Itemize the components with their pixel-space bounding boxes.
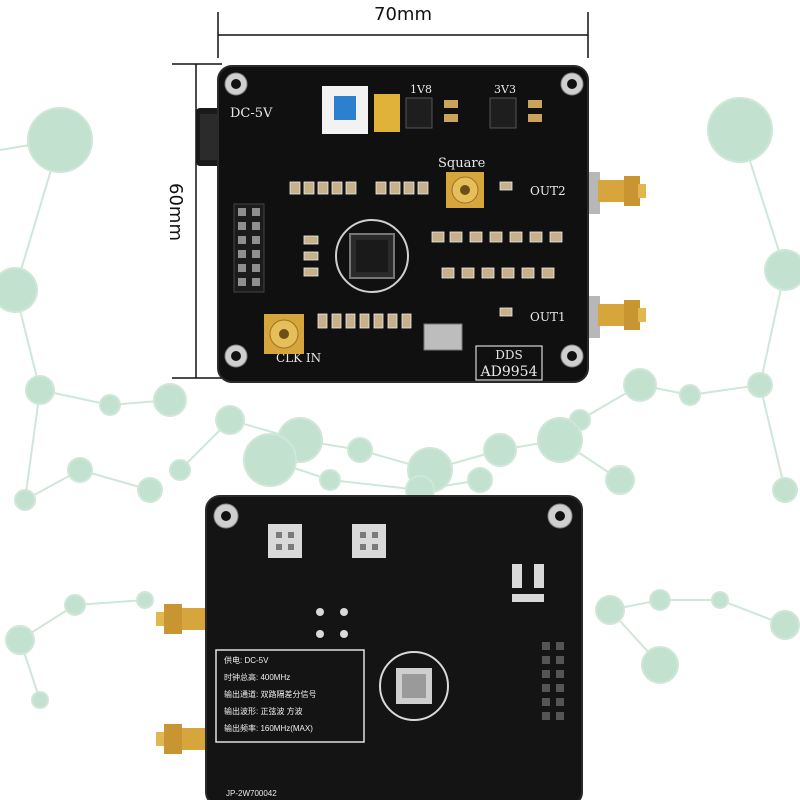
back-board: 供电: DC-5V 时钟总高: 400MHz 输出通道: 双路隔差分信号 输出波… — [156, 495, 583, 800]
front-board: DC-5V 1V8 3V3 Square OUT2 OUT1 CLK IN — [196, 65, 646, 383]
width-dimension-label: 70mm — [374, 4, 432, 25]
ad9954-chip — [335, 219, 409, 293]
serial-label: JP-2W700042 — [226, 789, 277, 798]
sma-connector-clk-in — [264, 314, 304, 354]
dimension-markers — [172, 12, 589, 379]
regulator-3v3-label: 3V3 — [494, 83, 516, 96]
dds-brand-label: DDS — [495, 348, 522, 362]
back-pcb — [205, 495, 583, 800]
passive-components — [289, 181, 563, 329]
spec-line-5: 输出频率: 160MHz(MAX) — [224, 723, 313, 733]
out2-label: OUT2 — [530, 184, 566, 198]
spec-line-4: 输出波形: 正弦波 方波 — [224, 706, 303, 716]
out1-label: OUT1 — [530, 310, 566, 324]
spec-line-3: 输出通道: 双路隔差分信号 — [224, 689, 316, 699]
dc-5v-label: DC-5V — [230, 106, 273, 121]
square-output-label: Square — [438, 156, 486, 171]
height-dimension-label: 60mm — [165, 183, 186, 241]
pin-header — [233, 203, 265, 293]
regulator-1v8-label: 1V8 — [410, 83, 432, 96]
front-pcb — [217, 65, 589, 383]
spec-line-2: 时钟总高: 400MHz — [224, 672, 290, 682]
crystal-oscillator — [423, 323, 463, 351]
spec-line-1: 供电: DC-5V — [224, 655, 269, 665]
spec-table — [215, 649, 365, 743]
sma-connector-square — [446, 172, 484, 208]
model-label: AD9954 — [480, 364, 538, 380]
background-network-decoration — [0, 97, 800, 709]
clk-in-label: CLK IN — [276, 351, 321, 365]
tantalum-capacitor — [374, 94, 400, 132]
